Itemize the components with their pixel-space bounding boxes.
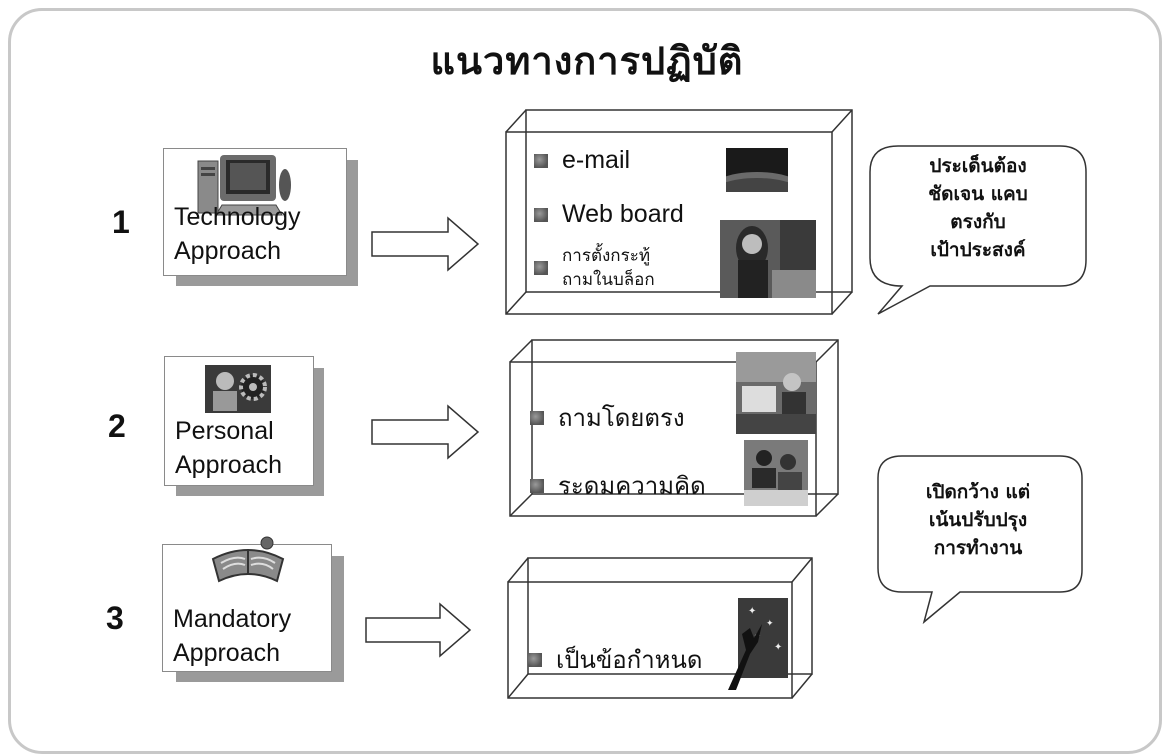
card-label-line2: Approach [173,639,281,667]
callout-text-2: เปิดกว้าง แต่ เน้นปรับปรุง การทำงาน [880,478,1076,562]
card-label-line1: Mandatory [173,605,292,633]
callout-line: ชัดเจน แคบ [928,183,1028,205]
arrow-3 [365,602,472,658]
callout-bubble-2 [877,455,1083,625]
page-title: แนวทางการปฏิบัติ [430,39,744,83]
arrow-1 [371,216,480,272]
callout-line: การทำงาน [933,537,1023,559]
list-item-requirement: เป็นข้อกำหนด [528,640,702,679]
callout-line: ตรงกับ [950,211,1006,233]
approach-number-2: 2 [108,408,126,444]
bullet-icon [534,153,548,168]
reach-for-stars-image: ✦ ✦ ✦ ✦ [728,598,788,690]
card-label-line1: Personal [175,417,274,445]
computer-icon [197,155,291,216]
svg-text:✦: ✦ [748,606,756,617]
list-item-email: e-mail [534,146,630,175]
approach-card-technology: Technology Approach [163,148,347,276]
approach-number-1: 1 [112,204,130,240]
content-box-3 [507,557,813,699]
bullet-icon [528,652,542,667]
list-item-webboard: Web board [534,200,684,229]
office-woman-photo [720,220,816,298]
approach-card-mandatory: Mandatory Approach [162,536,332,672]
bullet-icon [530,410,544,425]
book-icon [211,536,285,583]
callout-line: เน้นปรับปรุง [928,509,1028,531]
card-label-line2: Approach [175,451,283,479]
item-label: Web board [562,200,684,228]
card-label-line2: Approach [174,237,282,265]
people-gears-icon [205,365,271,413]
office-worker-photo [736,352,816,434]
callout-bubble-1 [869,145,1087,315]
item-label: ถามโดยตรง [558,404,685,432]
item-label: เป็นข้อกำหนด [556,646,703,674]
earth-image [726,148,788,192]
svg-text:✦: ✦ [766,619,774,629]
callout-line: เปิดกว้าง แต่ [925,481,1031,503]
approach-number-3: 3 [106,600,124,636]
approach-card-personal: Personal Approach [164,356,314,486]
bullet-icon [530,478,544,493]
callout-line: เป้าประสงค์ [930,239,1026,261]
svg-text:✦: ✦ [774,642,782,653]
meeting-photo [744,440,808,506]
list-item-brainstorm: ระดมความคิด [530,466,706,505]
bullet-icon [534,261,548,275]
bullet-icon [534,207,548,222]
item-label: ระดมความคิด [558,472,706,500]
list-item-blog-question: การตั้งกระทู้ ถามในบล็อก [534,244,655,292]
content-box-1 [505,109,853,315]
callout-line: ประเด็นต้อง [929,155,1027,177]
card-label-line1: Technology [174,203,301,231]
item-label-line1: การตั้งกระทู้ [562,246,651,266]
callout-text-1: ประเด็นต้อง ชัดเจน แคบ ตรงกับ เป้าประสงค… [876,152,1080,264]
item-label-line2: ถามในบล็อก [562,270,655,290]
list-item-ask-directly: ถามโดยตรง [530,398,685,437]
arrow-2 [371,404,480,460]
item-label: e-mail [562,146,631,174]
